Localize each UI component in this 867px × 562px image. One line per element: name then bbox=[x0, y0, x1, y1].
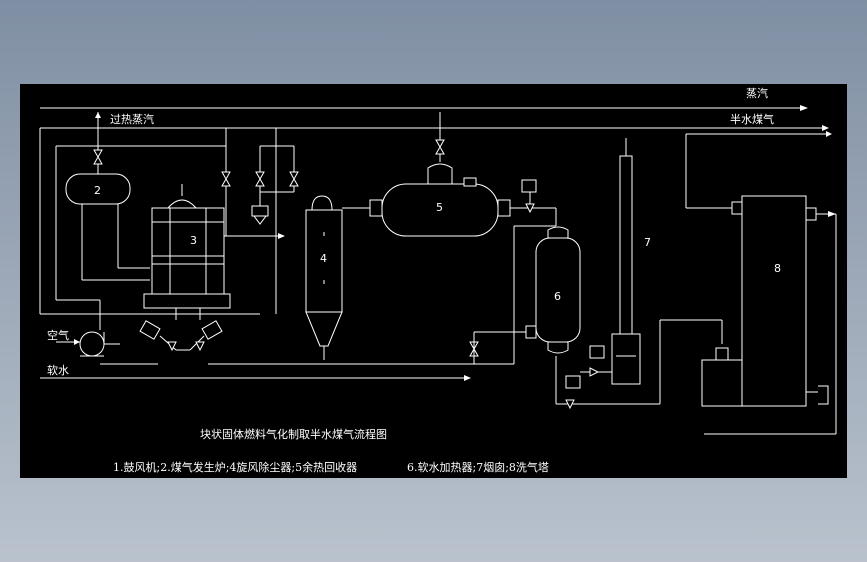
steam-label: 蒸汽 bbox=[746, 86, 768, 100]
equipment-4-label: 4 bbox=[320, 252, 327, 265]
equipment-6-label: 6 bbox=[554, 290, 561, 303]
equipment-2-steam-drum: 2 bbox=[65, 166, 150, 281]
equipment-1-blower bbox=[79, 331, 120, 357]
legend-right: 6.软水加热器;7烟囱;8洗气塔 bbox=[407, 460, 549, 474]
equipment-3-label: 3 bbox=[190, 234, 197, 247]
superheated-steam-label: 过热蒸汽 bbox=[110, 112, 154, 126]
steam-header-lines bbox=[39, 105, 829, 314]
equipment-8-scrubber-tower: 8 bbox=[659, 131, 837, 435]
diagram-title: 块状固体燃料气化制取半水煤气流程图 bbox=[200, 427, 387, 441]
equipment-4-cyclone: 4 bbox=[305, 195, 382, 360]
superheated-steam-branch bbox=[55, 112, 299, 314]
equipment-5-label: 5 bbox=[436, 201, 443, 214]
semi-water-gas-label: 半水煤气 bbox=[730, 112, 774, 126]
air-label: 空气 bbox=[47, 328, 69, 342]
equipment-7-label: 7 bbox=[644, 236, 651, 249]
equipment-3-gas-generator: 3 bbox=[143, 184, 285, 320]
equipment-8-label: 8 bbox=[774, 262, 781, 275]
equipment-7-chimney: 7 bbox=[611, 138, 651, 385]
process-flow-diagram: 2 3 bbox=[39, 86, 837, 474]
flow-diagram-canvas: 2 3 bbox=[20, 84, 847, 478]
soft-water-label: 软水 bbox=[47, 363, 69, 377]
equipment-5-waste-heat-boiler: 5 bbox=[369, 112, 557, 237]
equipment-6-soft-water-heater: 6 bbox=[469, 225, 660, 410]
legend-left: 1.鼓风机;2.煤气发生炉;4旋风除尘器;5余热回收器 bbox=[113, 460, 357, 474]
equipment-2-label: 2 bbox=[94, 184, 101, 197]
air-feed-lines bbox=[40, 299, 514, 381]
